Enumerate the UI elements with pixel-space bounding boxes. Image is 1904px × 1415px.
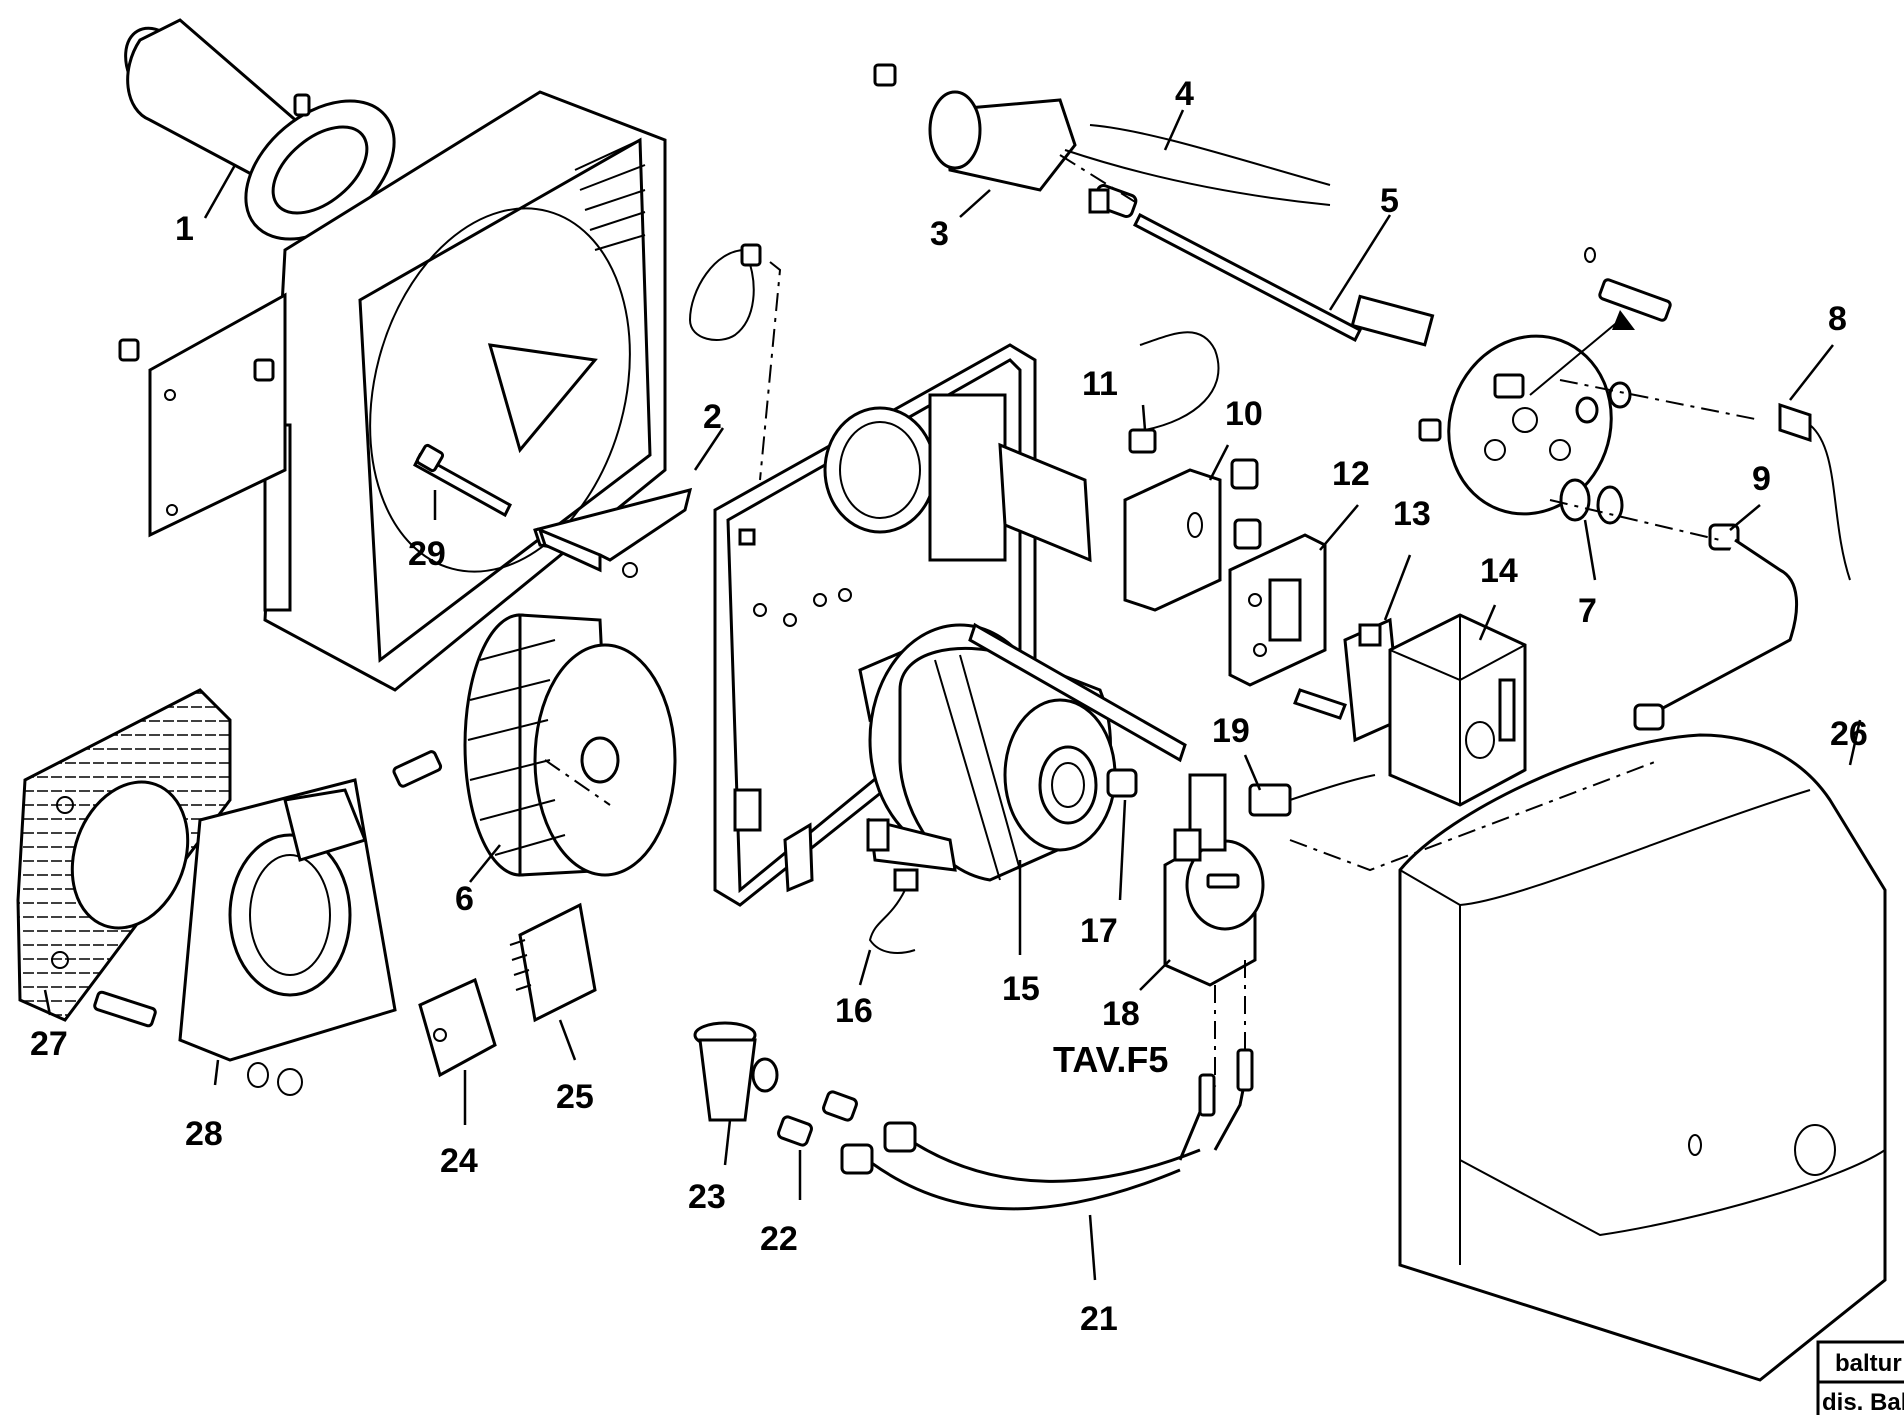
label-4: 4 [1175,75,1194,113]
label-10: 10 [1225,395,1263,433]
part-26-cover [1398,733,1887,1382]
part-2-air-flap [533,487,693,578]
part-9-nozzle-line [1633,523,1799,731]
part-10-transformer [1123,458,1262,612]
label-26: 26 [1830,715,1868,753]
label-9: 9 [1752,460,1771,498]
part-11-connector [1128,331,1220,454]
label-11: 11 [1082,365,1118,403]
title-block: baltur dis. Bal [1816,1340,1904,1415]
label-12: 12 [1332,455,1370,493]
part-electrode-disc [1418,247,1672,516]
brand-name: baltur [1835,1350,1902,1377]
label-27: 27 [30,1025,68,1063]
label-1: 1 [175,210,194,248]
label-29: 29 [408,535,446,573]
part-5-electrode [1088,184,1435,347]
designer-note: dis. Bal [1822,1389,1904,1415]
part-18-pump [1163,773,1265,987]
part-14-control-box [1388,613,1527,807]
mounting-plate [713,343,1092,907]
part-22-nipples [777,1090,858,1147]
part-8-sensor [1778,402,1851,581]
part-15-motor [866,623,1117,882]
label-8: 8 [1828,300,1847,338]
part-19-coil [1248,774,1376,817]
label-5: 5 [1380,182,1399,220]
part-17-nut [1106,768,1138,798]
part-29-shaft [413,443,512,518]
label-16: 16 [835,992,873,1030]
label-14: 14 [1480,552,1518,590]
part-21-hoses [840,1048,1254,1211]
label-3: 3 [930,215,949,253]
part-12-base [1228,533,1327,687]
part-cable-loop [688,243,762,341]
label-21: 21 [1080,1300,1118,1338]
label-15: 15 [1002,970,1040,1008]
label-28: 28 [185,1115,223,1153]
part-27-gasket [16,688,232,1022]
part-25-connector [509,902,597,1023]
assembly-lines [544,154,1761,1075]
label-24: 24 [440,1142,478,1180]
part-labels: 1 2 3 4 5 6 7 8 9 10 11 12 13 14 15 16 1… [30,75,1868,1338]
part-23-filter [693,1021,779,1122]
part-3-photocell [873,63,1077,192]
burner-housing [118,90,667,692]
part-7-washer [1559,381,1632,525]
tav-label: TAV.F5 [1053,1039,1168,1080]
label-25: 25 [556,1078,594,1116]
label-23: 23 [688,1178,726,1216]
label-7: 7 [1578,592,1597,630]
label-2: 2 [703,398,722,436]
part-13-clamp [1293,617,1402,743]
part-16-cable [868,868,919,954]
label-19: 19 [1212,712,1250,750]
label-17: 17 [1080,912,1118,950]
part-28-flange [93,750,443,1096]
part-6-fan-wheel [463,613,677,877]
label-22: 22 [760,1220,798,1258]
label-18: 18 [1102,995,1140,1033]
label-leaders [43,109,1862,1281]
part-long-rod [968,622,1187,763]
label-13: 13 [1393,495,1431,533]
label-6: 6 [455,880,474,918]
part-4-cables [1064,124,1331,206]
part-24-connector [418,977,497,1078]
